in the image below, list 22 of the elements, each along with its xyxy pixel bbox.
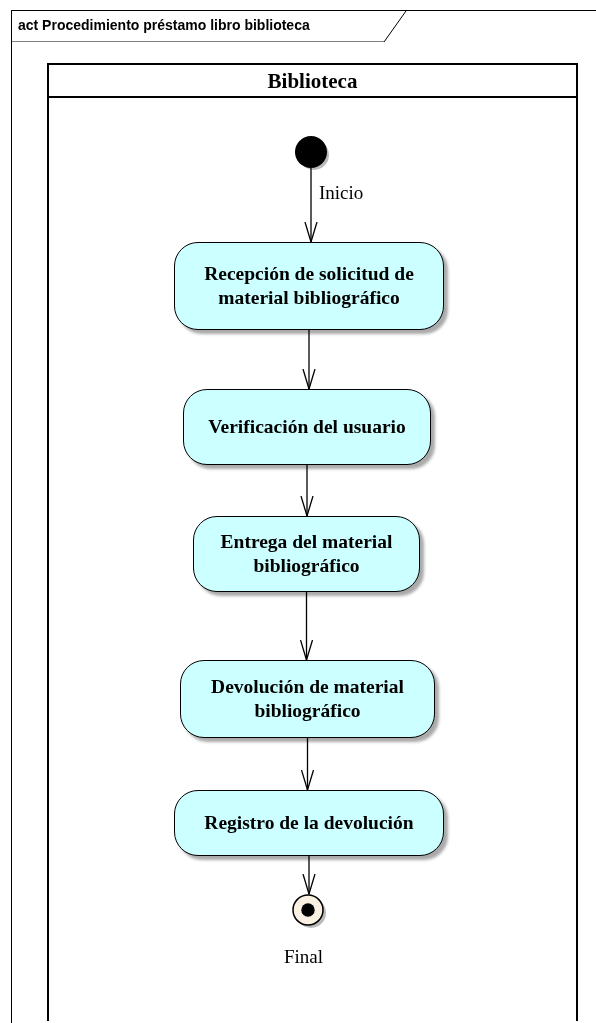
- arrow: [300, 737, 315, 791]
- arrow: [302, 855, 316, 895]
- action-box: [193, 516, 420, 592]
- action-label: Verificación del usuario: [208, 414, 406, 439]
- arrow: [299, 591, 314, 661]
- arrow: [300, 464, 314, 517]
- frame-title: act Procedimiento préstamo libro biblioteca: [18, 17, 310, 33]
- action-box: [183, 389, 431, 465]
- action-label: Entrega del material bibliográfico: [219, 529, 394, 578]
- initial-node: [295, 136, 327, 168]
- action-label: Registro de la devolución: [204, 810, 414, 835]
- action-label: Recepción de solicitud de material bibliográfico: [203, 261, 415, 310]
- arrow: [304, 167, 318, 243]
- swimlane-title: Biblioteca: [266, 69, 359, 94]
- node-caption: Final: [284, 946, 324, 968]
- action-box: [174, 242, 444, 330]
- action-label: Devolución de material bibliográfico: [210, 674, 405, 723]
- arrow: [302, 329, 316, 390]
- action-box: [180, 660, 435, 738]
- action-box: [174, 790, 444, 856]
- final-node: [292, 894, 324, 926]
- node-caption: Inicio: [319, 182, 364, 204]
